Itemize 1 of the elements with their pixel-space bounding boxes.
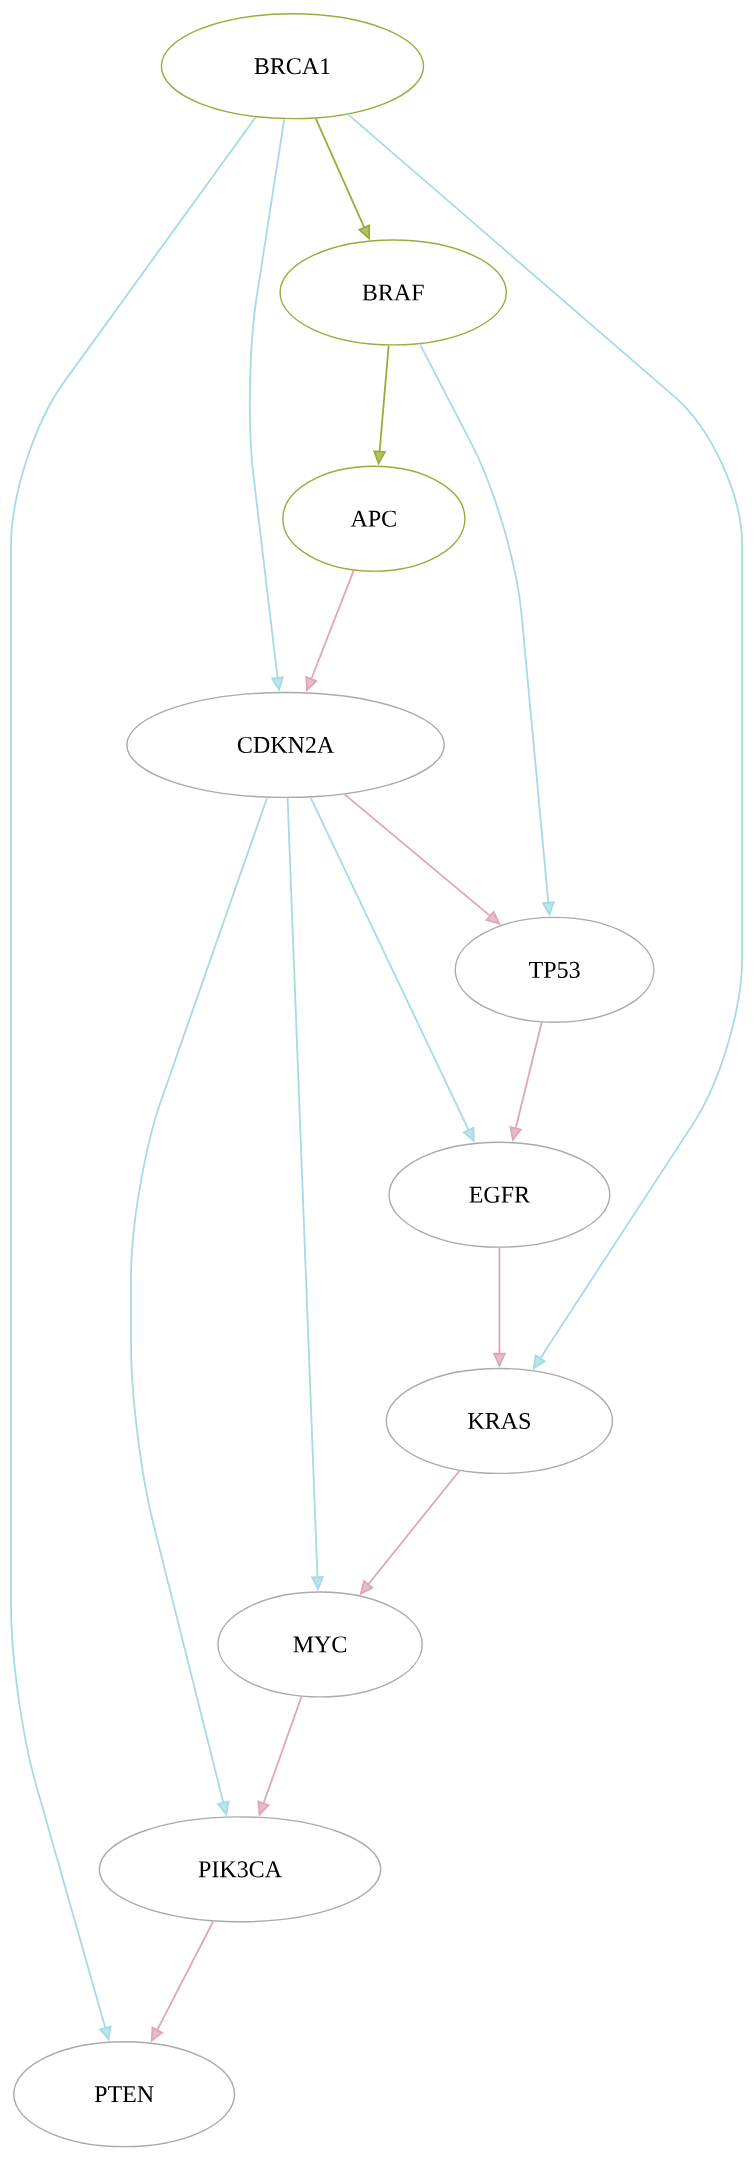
arrow — [343, 793, 501, 925]
